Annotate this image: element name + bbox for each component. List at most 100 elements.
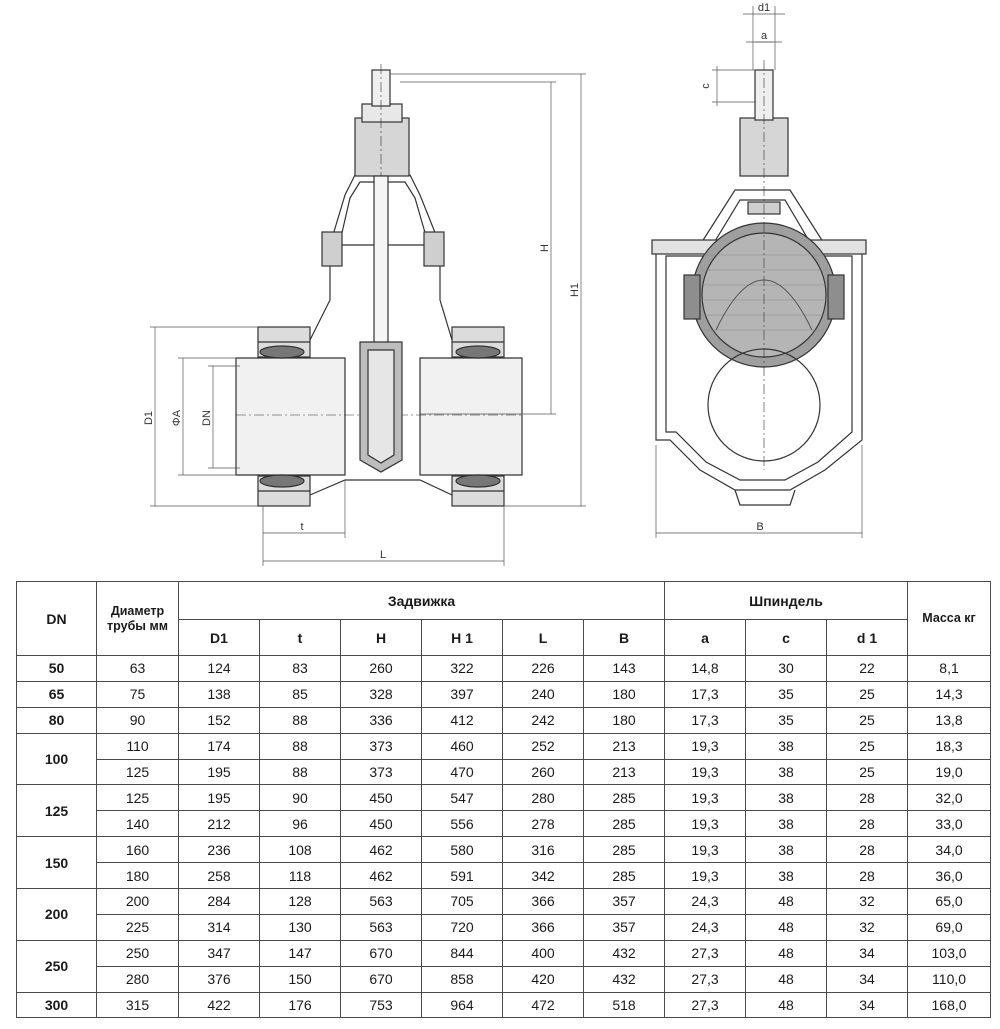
table-cell: 25 [826, 706, 909, 734]
table-cell: 518 [582, 991, 666, 1019]
table-cell: 591 [421, 862, 503, 890]
dimension-labels-right: B d1 a c [700, 2, 770, 533]
table-cell: 34 [826, 965, 909, 993]
table-cell: 252 [502, 732, 584, 760]
table-cell: 285 [582, 862, 666, 890]
table-cell: 14,3 [907, 680, 992, 708]
header-col-h1: H 1 [421, 619, 503, 656]
table-cell: 258 [178, 862, 260, 890]
table-cell: 236 [178, 836, 260, 864]
table-cell: 328 [340, 680, 422, 708]
table-cell: 225 [96, 913, 179, 941]
table-cell: 125 [96, 758, 179, 786]
table-cell: 450 [340, 810, 422, 838]
label-DN: DN [201, 410, 213, 426]
table-cell: 48 [745, 965, 828, 993]
table-cell: 38 [745, 784, 828, 812]
table-cell: 462 [340, 862, 422, 890]
table-cell: 33,0 [907, 810, 992, 838]
table-cell: 412 [421, 706, 503, 734]
table-cell: 563 [340, 913, 422, 941]
table-cell: 472 [502, 991, 584, 1019]
table-cell: 347 [178, 939, 260, 967]
table-cell: 124 [178, 655, 260, 682]
table-cell: 108 [259, 836, 341, 864]
dn-cell: 50 [16, 655, 97, 682]
valve-front-section [235, 64, 523, 507]
label-B: B [756, 521, 763, 533]
dn-cell: 125 [16, 784, 97, 838]
table-cell: 285 [582, 784, 666, 812]
table-cell: 90 [259, 784, 341, 812]
header-col-c: c [745, 619, 828, 656]
table-cell: 27,3 [664, 965, 747, 993]
table-cell: 32 [826, 913, 909, 941]
label-a: a [761, 30, 768, 42]
label-c: c [700, 83, 712, 89]
table-cell: 168,0 [907, 991, 992, 1019]
table-cell: 147 [259, 939, 341, 967]
table-cell: 152 [178, 706, 260, 734]
table-cell: 200 [96, 888, 179, 915]
table-cell: 27,3 [664, 991, 747, 1019]
table-cell: 462 [340, 836, 422, 864]
table-cell: 336 [340, 706, 422, 734]
label-d1: d1 [758, 2, 770, 14]
table-cell: 357 [582, 913, 666, 941]
table-cell: 397 [421, 680, 503, 708]
table-cell: 25 [826, 758, 909, 786]
table-cell: 705 [421, 888, 503, 915]
table-cell: 140 [96, 810, 179, 838]
table-cell: 19,3 [664, 862, 747, 890]
table-cell: 366 [502, 888, 584, 915]
table-cell: 316 [502, 836, 584, 864]
dimension-labels-left: H H1 D1 ΦA DN t L [143, 244, 581, 561]
table-cell: 450 [340, 784, 422, 812]
table-cell: 19,3 [664, 732, 747, 760]
table-cell: 103,0 [907, 939, 992, 967]
table-cell: 38 [745, 862, 828, 890]
table-cell: 118 [259, 862, 341, 890]
table-cell: 38 [745, 836, 828, 864]
table-cell: 88 [259, 732, 341, 760]
table-cell: 376 [178, 965, 260, 993]
label-H: H [539, 244, 551, 252]
table-cell: 8,1 [907, 655, 992, 682]
label-D1: D1 [143, 411, 155, 425]
header-spindle-group: Шпиндель [664, 581, 909, 620]
dn-cell: 100 [16, 732, 97, 786]
table-cell: 670 [340, 939, 422, 967]
header-col-h: H [340, 619, 422, 656]
table-cell: 18,3 [907, 732, 992, 760]
table-cell: 19,0 [907, 758, 992, 786]
table-cell: 35 [745, 706, 828, 734]
dn-cell: 250 [16, 939, 97, 993]
header-col-b: B [582, 619, 666, 656]
table-cell: 130 [259, 913, 341, 941]
table-cell: 357 [582, 888, 666, 915]
table-cell: 160 [96, 836, 179, 864]
table-cell: 13,8 [907, 706, 992, 734]
dimensions-table: DN Диаметр трубы мм Задвижка Шпиндель Ма… [16, 581, 992, 1019]
table-cell: 34 [826, 991, 909, 1019]
dn-cell: 300 [16, 991, 97, 1019]
table-cell: 432 [582, 965, 666, 993]
table-cell: 30 [745, 655, 828, 682]
header-col-d1-spindle: d 1 [826, 619, 909, 656]
table-cell: 176 [259, 991, 341, 1019]
table-cell: 19,3 [664, 758, 747, 786]
technical-drawing: H H1 D1 ΦA DN t L [143, 2, 867, 566]
header-col-l: L [502, 619, 584, 656]
table-cell: 83 [259, 655, 341, 682]
label-phiA: ΦA [171, 409, 183, 426]
table-cell: 174 [178, 732, 260, 760]
